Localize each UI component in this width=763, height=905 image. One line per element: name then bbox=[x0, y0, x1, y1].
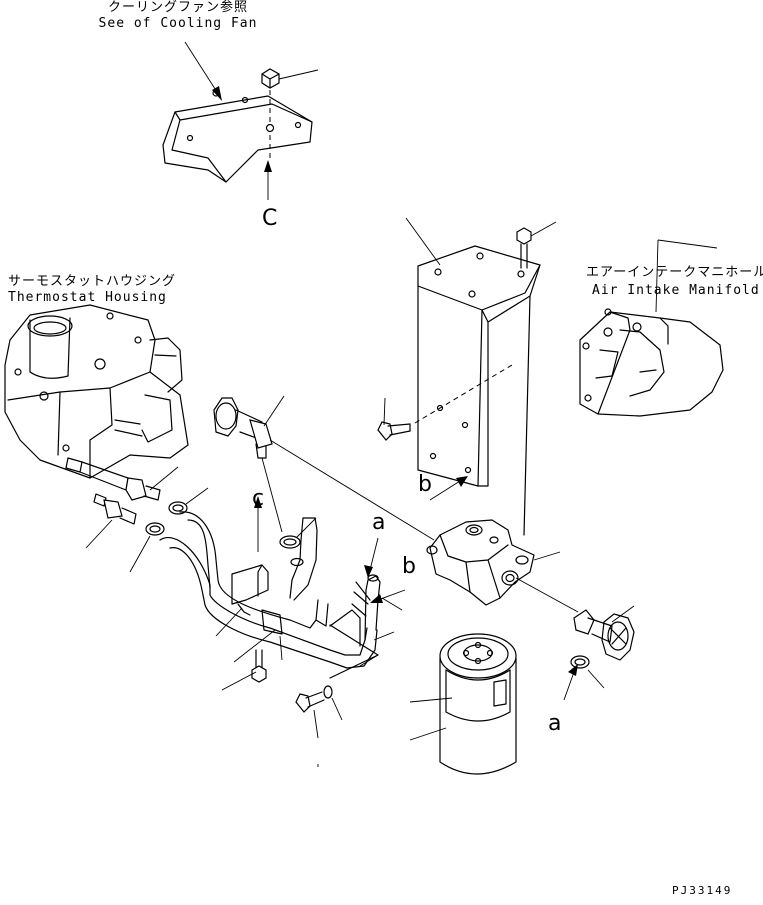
hose-clamp-left-1 bbox=[145, 522, 165, 536]
bracket-bolt-side bbox=[377, 421, 411, 441]
view-letter-a-bottom: a bbox=[548, 711, 562, 736]
view-letter-c-top: C bbox=[262, 206, 278, 231]
view-letter-c-mid: c bbox=[252, 486, 265, 511]
elbow-fitting-upper bbox=[65, 457, 161, 501]
cooling-fan-bracket bbox=[162, 89, 313, 183]
water-tube-assembly bbox=[159, 511, 381, 669]
tube-bolt-horizontal bbox=[295, 685, 333, 713]
filter-head bbox=[426, 519, 535, 606]
view-letter-a-top: a bbox=[372, 510, 386, 535]
thermostat-label-en: Thermostat Housing bbox=[8, 290, 167, 305]
bracket-nut bbox=[261, 68, 280, 89]
tube-bolt-vertical bbox=[251, 649, 267, 683]
drawing-code: PJ33149 bbox=[672, 884, 733, 897]
hose-clamp-center bbox=[279, 535, 301, 549]
manifold-label-jp: エアーインテークマニホールド bbox=[586, 265, 763, 280]
air-intake-manifold bbox=[579, 308, 724, 417]
elbow-fitting-lower bbox=[93, 493, 137, 525]
drain-cock-left bbox=[213, 397, 273, 459]
view-letter-b-left: b bbox=[418, 472, 432, 497]
manifold-label-en: Air Intake Manifold bbox=[592, 283, 760, 298]
fuel-filter bbox=[439, 633, 517, 775]
cooling-fan-label-jp: クーリングファン参照 bbox=[107, 0, 248, 15]
thermostat-label-jp: サーモスタットハウジング bbox=[8, 274, 177, 289]
cooling-fan-label-en: See of Cooling Fan bbox=[98, 16, 258, 31]
drain-cock-right bbox=[573, 609, 635, 661]
hose-clamp-right bbox=[570, 655, 590, 669]
mounting-bracket bbox=[417, 245, 541, 536]
thermostat-housing bbox=[4, 304, 189, 479]
view-letter-b-right: b bbox=[402, 554, 416, 579]
bracket-bolt-top bbox=[516, 227, 532, 269]
hose-clamp-left-2 bbox=[168, 501, 188, 515]
